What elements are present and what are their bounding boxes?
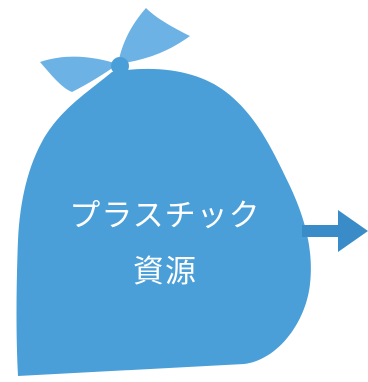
arrow-shaft <box>302 225 342 237</box>
bag-label-resource: 資源 <box>133 254 197 290</box>
plastic-bag-icon <box>16 68 311 376</box>
bag-label-plastic: プラスチック <box>69 198 261 234</box>
bow-right-loop <box>118 8 190 64</box>
bag-bow-icon <box>40 8 190 92</box>
arrow-head <box>338 210 368 252</box>
bow-left-loop <box>40 56 118 92</box>
right-arrow-icon <box>302 210 368 252</box>
